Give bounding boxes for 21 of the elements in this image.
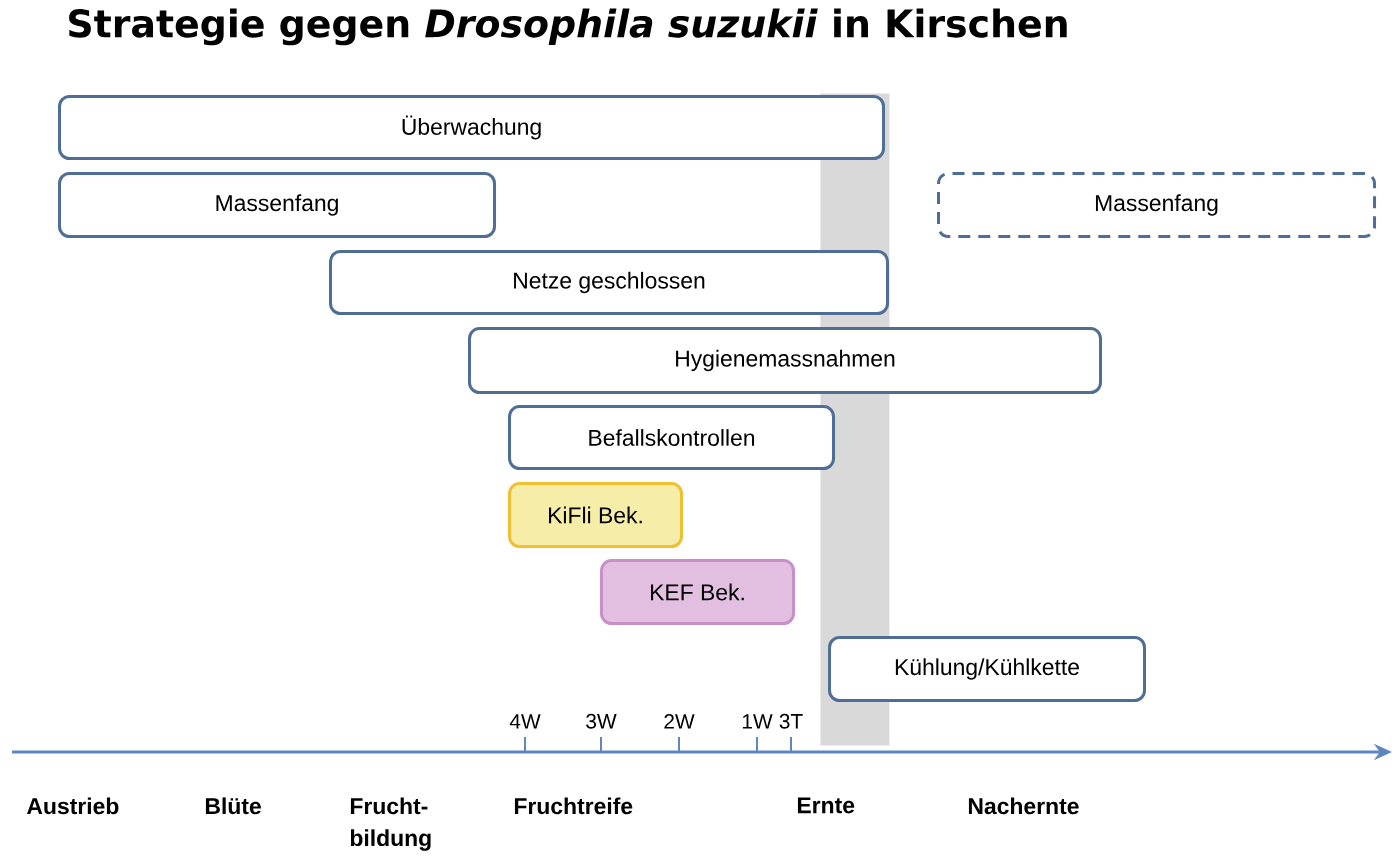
tick-label: 2W (664, 714, 695, 729)
activity-bar: KiFli Bek. (508, 482, 683, 548)
activity-bar: Überwachung (58, 95, 886, 160)
tick-label: 3T (779, 713, 803, 729)
phase-label: Blüte (205, 797, 261, 815)
phase-label: Nachernte (968, 797, 1079, 815)
activity-bar: Befallskontrollen (508, 405, 835, 470)
activity-bar: Massenfang (937, 172, 1377, 238)
tick-label: 1W (742, 714, 773, 729)
activity-bar: KEF Bek. (600, 559, 795, 625)
phase-label: Frucht- bildung (350, 797, 431, 851)
phase-label: Austrieb (26, 797, 119, 815)
phase-label: Fruchtreife (514, 797, 633, 815)
activity-bar: Netze geschlossen (329, 250, 889, 315)
activity-bar: Massenfang (58, 172, 496, 238)
tick-label: 3W (586, 713, 617, 729)
title: Strategie gegen Drosophila suzukii in Kirschen (69, 8, 1067, 46)
activity-bar: Kühlung/Kühlkette (828, 636, 1146, 702)
tick-label: 4W (509, 714, 541, 729)
activity-bar: Hygienemassnahmen (468, 327, 1103, 394)
phase-label: Ernte (797, 797, 855, 814)
